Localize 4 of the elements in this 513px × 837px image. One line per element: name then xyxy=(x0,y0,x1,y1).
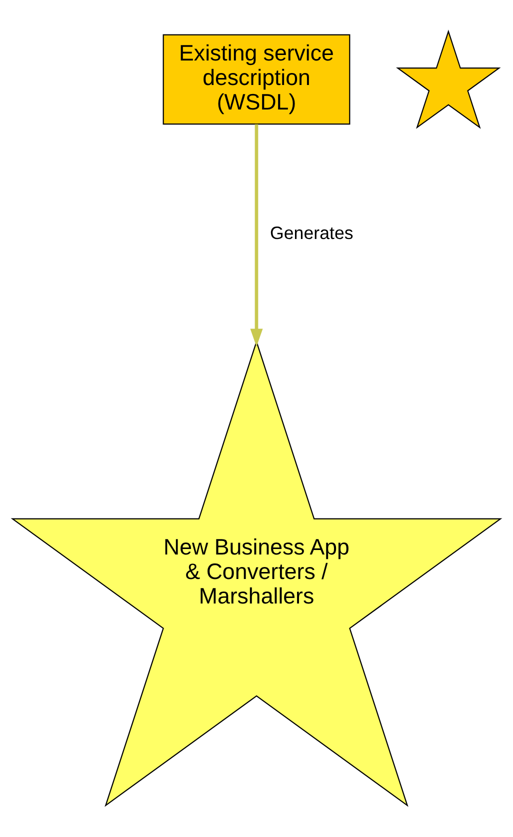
edge-label: Generates xyxy=(270,222,354,243)
node-box: Existing service description (WSDL) xyxy=(162,34,350,125)
arrow xyxy=(250,124,263,347)
node-star xyxy=(396,30,501,129)
